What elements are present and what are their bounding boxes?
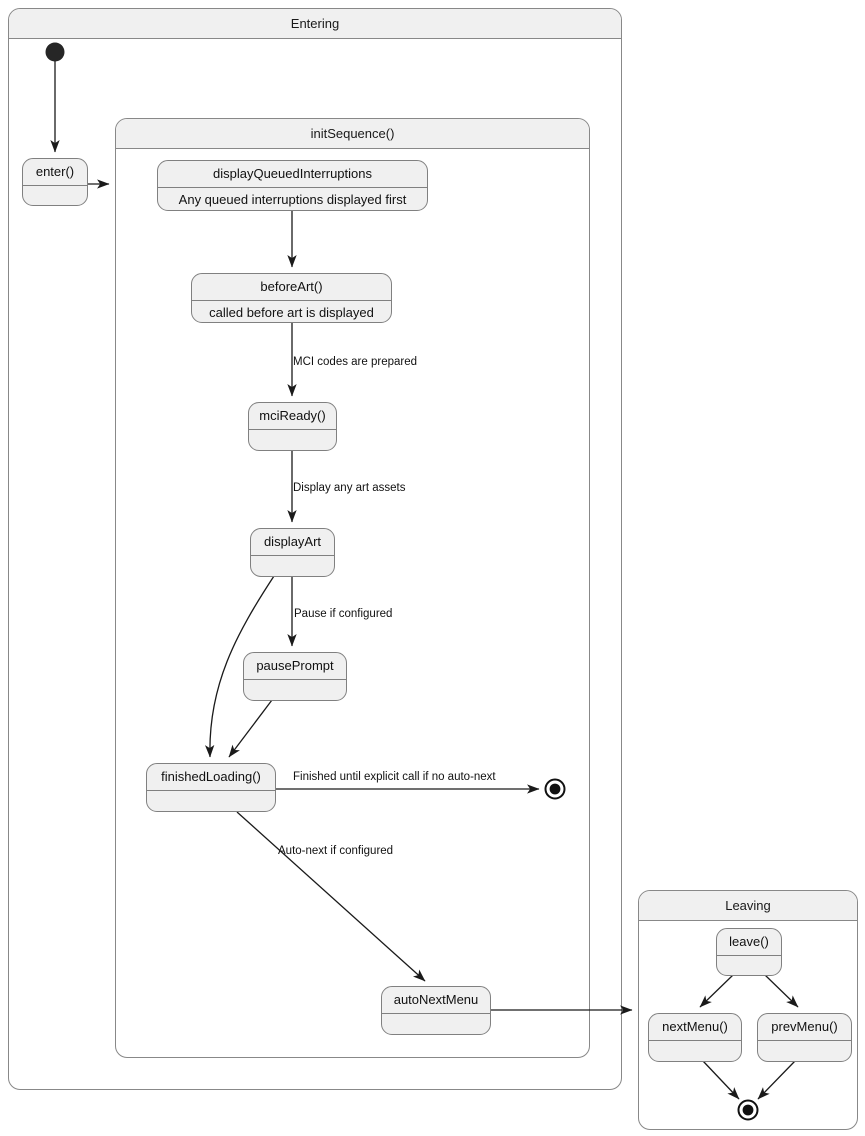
state-auto-next-menu[interactable]: autoNextMenu — [381, 986, 491, 1035]
edge-finished-loading-to-auto-next-menu — [236, 811, 426, 982]
edge-next-menu-to-final — [702, 1060, 740, 1100]
state-finished-loading-body — [147, 791, 275, 811]
edge-leave-to-next-menu — [699, 974, 734, 1008]
state-auto-next-menu-body — [382, 1014, 490, 1034]
edge-label-mci-codes-prepared: MCI codes are prepared — [293, 356, 418, 368]
composite-state-init-sequence: initSequence() — [115, 118, 590, 1058]
state-mci-ready-name: mciReady() — [249, 403, 336, 430]
state-prev-menu-name: prevMenu() — [758, 1014, 851, 1041]
final-pseudostate-leaving-dot — [742, 1104, 754, 1116]
state-next-menu[interactable]: nextMenu() — [648, 1013, 742, 1062]
state-auto-next-menu-name: autoNextMenu — [382, 987, 490, 1014]
state-finished-loading[interactable]: finishedLoading() — [146, 763, 276, 812]
state-display-art-body — [251, 556, 334, 576]
state-before-art[interactable]: beforeArt() called before art is display… — [191, 273, 392, 323]
edge-label-finished-until-explicit: Finished until explicit call if no auto-… — [293, 771, 496, 783]
state-enter-body — [23, 186, 87, 205]
edge-display-art-to-finished-loading — [204, 575, 275, 758]
state-pause-prompt[interactable]: pausePrompt — [243, 652, 347, 701]
edge-label-display-art-assets: Display any art assets — [293, 482, 406, 494]
edge-pause-prompt-to-finished-loading — [228, 699, 273, 758]
state-prev-menu-body — [758, 1041, 851, 1061]
final-pseudostate-entering-dot — [549, 783, 561, 795]
state-display-queued-interruptions-body: Any queued interruptions displayed first — [178, 192, 407, 207]
state-pause-prompt-body — [244, 680, 346, 700]
composite-state-entering-title: Entering — [9, 9, 621, 39]
state-mci-ready-body — [249, 430, 336, 450]
state-leave-name: leave() — [717, 929, 781, 956]
edge-label-auto-next-if-configured: Auto-next if configured — [278, 845, 394, 857]
state-display-queued-interruptions-name: displayQueuedInterruptions — [158, 161, 427, 188]
state-display-art-name: displayArt — [251, 529, 334, 556]
edge-label-pause-if-configured: Pause if configured — [294, 608, 393, 620]
state-mci-ready[interactable]: mciReady() — [248, 402, 337, 451]
edge-prev-menu-to-final — [757, 1060, 796, 1100]
state-enter-name: enter() — [23, 159, 87, 186]
composite-state-leaving-title: Leaving — [639, 891, 857, 921]
composite-state-leaving: Leaving — [638, 890, 858, 1130]
state-display-queued-interruptions[interactable]: displayQueuedInterruptions Any queued in… — [157, 160, 428, 211]
state-display-art[interactable]: displayArt — [250, 528, 335, 577]
initial-pseudostate-entering — [45, 42, 65, 62]
state-leave-body — [717, 956, 781, 975]
state-next-menu-name: nextMenu() — [649, 1014, 741, 1041]
state-leave[interactable]: leave() — [716, 928, 782, 976]
composite-state-init-sequence-title: initSequence() — [116, 119, 589, 149]
state-next-menu-body — [649, 1041, 741, 1061]
state-finished-loading-name: finishedLoading() — [147, 764, 275, 791]
edge-leave-to-prev-menu — [764, 974, 799, 1008]
state-enter[interactable]: enter() — [22, 158, 88, 206]
state-pause-prompt-name: pausePrompt — [244, 653, 346, 680]
state-prev-menu[interactable]: prevMenu() — [757, 1013, 852, 1062]
state-before-art-body: called before art is displayed — [209, 305, 374, 320]
state-before-art-name: beforeArt() — [192, 274, 391, 301]
